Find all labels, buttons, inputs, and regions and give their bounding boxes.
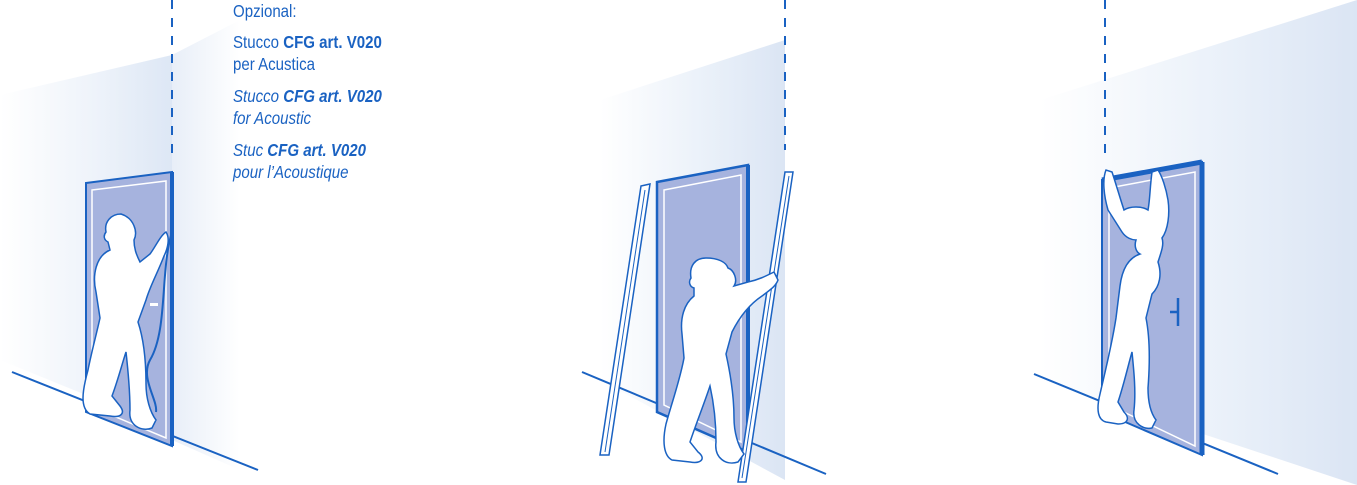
note-french-code: CFG art. V020 (267, 140, 366, 160)
note-french-line2: pour l’Acoustique (233, 161, 457, 183)
note-english-code: CFG art. V020 (283, 86, 382, 106)
panel-2 (582, 0, 826, 482)
note-french-line1: Stuc CFG art. V020 (233, 139, 457, 161)
note-english-pre: Stucco (233, 86, 283, 106)
optional-putty-note: Opzional: Stucco CFG art. V020 per Acust… (233, 0, 457, 183)
note-english-line2: for Acoustic (233, 107, 457, 129)
note-italian-code: CFG art. V020 (283, 32, 382, 52)
note-english-line1: Stucco CFG art. V020 (233, 85, 457, 107)
note-italian-pre: Stucco (233, 32, 283, 52)
panel-1 (0, 0, 258, 470)
side-wall (172, 20, 240, 470)
panel-3 (1034, 0, 1357, 485)
note-italian-line2: per Acustica (233, 53, 457, 75)
note-french-pre: Stuc (233, 140, 267, 160)
door-handle-icon (150, 303, 158, 306)
note-italian-line1: Stucco CFG art. V020 (233, 31, 457, 53)
note-heading: Opzional: (233, 0, 457, 22)
